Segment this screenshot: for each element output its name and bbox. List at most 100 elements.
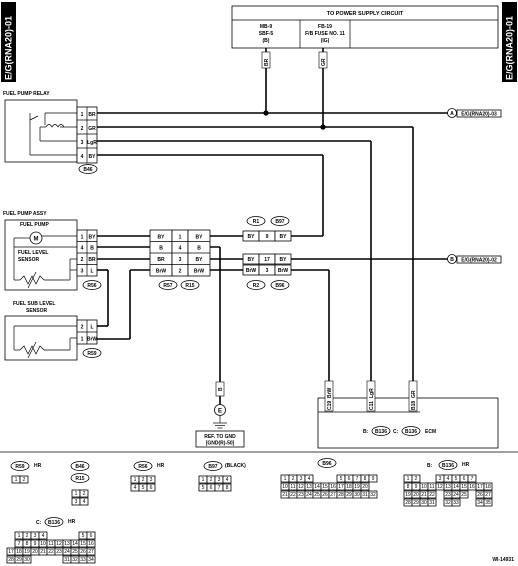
cv-b136c-pin: 6 [90,533,93,539]
cv-b136b: B136 [442,463,454,469]
cv-b136b-pin: 6 [463,476,466,482]
cv-b97-grid1-pin: 2 [210,477,213,483]
relay-color-1: BR [88,112,96,118]
relay-color-3: LgR [87,140,97,146]
cv-b46-grid2-pin: 4 [83,499,86,505]
relay-pin-1: 1 [81,112,84,118]
cv-b136c-row2-pin: 11 [48,541,53,547]
offpage-b: B E/G(RNA20)-02 [447,254,502,264]
cv-b136b-pin: 7 [471,476,474,482]
wire-label-br-top: BR [264,58,270,66]
cv-b96-row3-cell [368,490,378,499]
mb-line-3: (B) [263,38,270,44]
cv-b136b-row2-pin: 16 [469,484,475,490]
cv-b136c-pin: 5 [82,533,85,539]
cv-r56-hr: HR [157,463,165,469]
ecm-label: ECM [425,429,436,435]
assy-color-1: BY [89,235,97,241]
ecm-pin-c11: C11 [369,401,375,410]
relay-connector: B46 [83,167,92,173]
cv-r56-grid1-pin: 3 [150,477,153,483]
assy-color-2: BR [88,257,96,263]
cv-b136c-pin: 1 [18,533,21,539]
sub-connector: R59 [87,351,96,357]
cv-b136b-pin: 5 [455,476,458,482]
cv-b96-row3-pin: 28 [338,492,344,498]
cv-b136b-row2-pin: 14 [453,484,459,490]
upper-joint-pin: 9 [266,234,269,240]
cv-b136c-pin: 30 [24,557,30,563]
cv-b136b-row2-pin: 15 [461,484,467,490]
cv-b136b-row2-pin: 17 [477,484,483,490]
ground-wire-label: B [218,387,224,391]
sub-color-2: L [90,325,93,331]
cv-b96-row3-pin: 26 [322,492,328,498]
cv-b136c-row3-pin: 17 [8,549,14,555]
joint-pin-2: 4 [179,246,182,252]
cv-b97-grid2-pin: 5 [202,485,205,491]
cv-b96-row3-pin: 24 [306,492,312,498]
cv-r56-grid1-pin: 2 [142,477,145,483]
cv-b136c-row3-pin: 20 [32,549,38,555]
cv-b96-row2-pin: 10 [282,484,288,490]
cv-b136b-row2-cell [483,482,493,491]
cv-b96-pin: 3 [300,476,303,482]
cv-b97-grid1-pin: 1 [202,477,205,483]
cv-b136b-pin: 30 [421,500,427,506]
cv-b96-row2-pin: 16 [330,484,336,490]
ecm-text-b: B: [363,429,369,435]
cv-b136b-prefix: B: [427,463,433,469]
cv-b96-row3-pin: 32 [370,492,376,498]
cv-b136b-pin: 2 [415,476,418,482]
ecm-color-c19: BrW [327,387,333,398]
sub-title-1: FUEL SUB LEVEL [13,301,55,307]
relay-color-4: BY [89,154,97,160]
cv-b136c-pin: 32 [72,557,78,563]
cv-b96-pin: 4 [308,476,311,482]
cv-b97-grid1-pin: 3 [218,477,221,483]
sub-pin-2: 2 [81,325,84,331]
figure-id: WI-14931 [492,557,514,563]
joint-right-4: BrW [194,269,205,275]
cv-r59-grid-cell [19,475,29,484]
cv-b136c-row2-pin: 12 [56,541,62,547]
joint-connector: BY B BR BrW 1 4 3 2 BY B BY BrW R57 R15 [149,229,211,290]
offpage-a-letter: A [450,111,454,117]
cv-b136c-hr: HR [68,519,76,525]
cv-b136c-row3-pin: 23 [56,549,62,555]
cv-b136b-row2-pin: 8 [407,484,410,490]
cv-b46-grid2-pin: 3 [75,499,78,505]
cv-b96-row3-pin: 29 [346,492,352,498]
ecm-pin-c19: C19 [327,401,333,410]
upper-joint-left: BY [248,234,256,240]
cv-b136c-pin: 34 [88,557,94,563]
cv-b136b-pin: 35 [485,500,491,506]
cv-b136b-pin: 29 [413,500,419,506]
ground-label-1: REF. TO GND [204,434,236,440]
level-label-1: FUEL LEVEL [18,250,48,256]
level-label-2: SENSOR [18,257,40,263]
cv-b96-pin: 9 [372,476,375,482]
cv-b136b-row2-pin: 18 [485,484,491,490]
lower-joint-conn-2: B96 [275,283,284,289]
cv-b136c-row2-pin: 7 [18,541,21,547]
cv-r56-grid1-cell [146,475,156,484]
cv-b97-grid1-pin: 4 [226,477,229,483]
sub-color-1: BrW [87,337,98,343]
assy-color-3: L [90,269,93,275]
upper-joint-conn-2: B97 [275,219,284,225]
cv-b136c-prefix: C: [36,520,42,526]
ecm-text-c: C: [393,429,399,435]
cv-b96-row3-pin: 21 [282,492,288,498]
cv-b97-grid2-pin: 7 [218,485,221,491]
cv-b136c-row3-pin: 24 [64,549,70,555]
cv-b136b-pin: 28 [405,500,411,506]
cv-b96-pin: 2 [292,476,295,482]
assy-title: FUEL PUMP ASSY [3,211,47,217]
joint-connector-2: R15 [185,283,194,289]
cv-b136c-row2-pin: 10 [40,541,46,547]
joint-left-2: B [159,246,163,252]
lower-joint-right-1: BY [280,257,288,263]
cv-b97-grid1-cell [222,475,232,484]
cv-r59-grid-pin: 1 [15,477,18,483]
